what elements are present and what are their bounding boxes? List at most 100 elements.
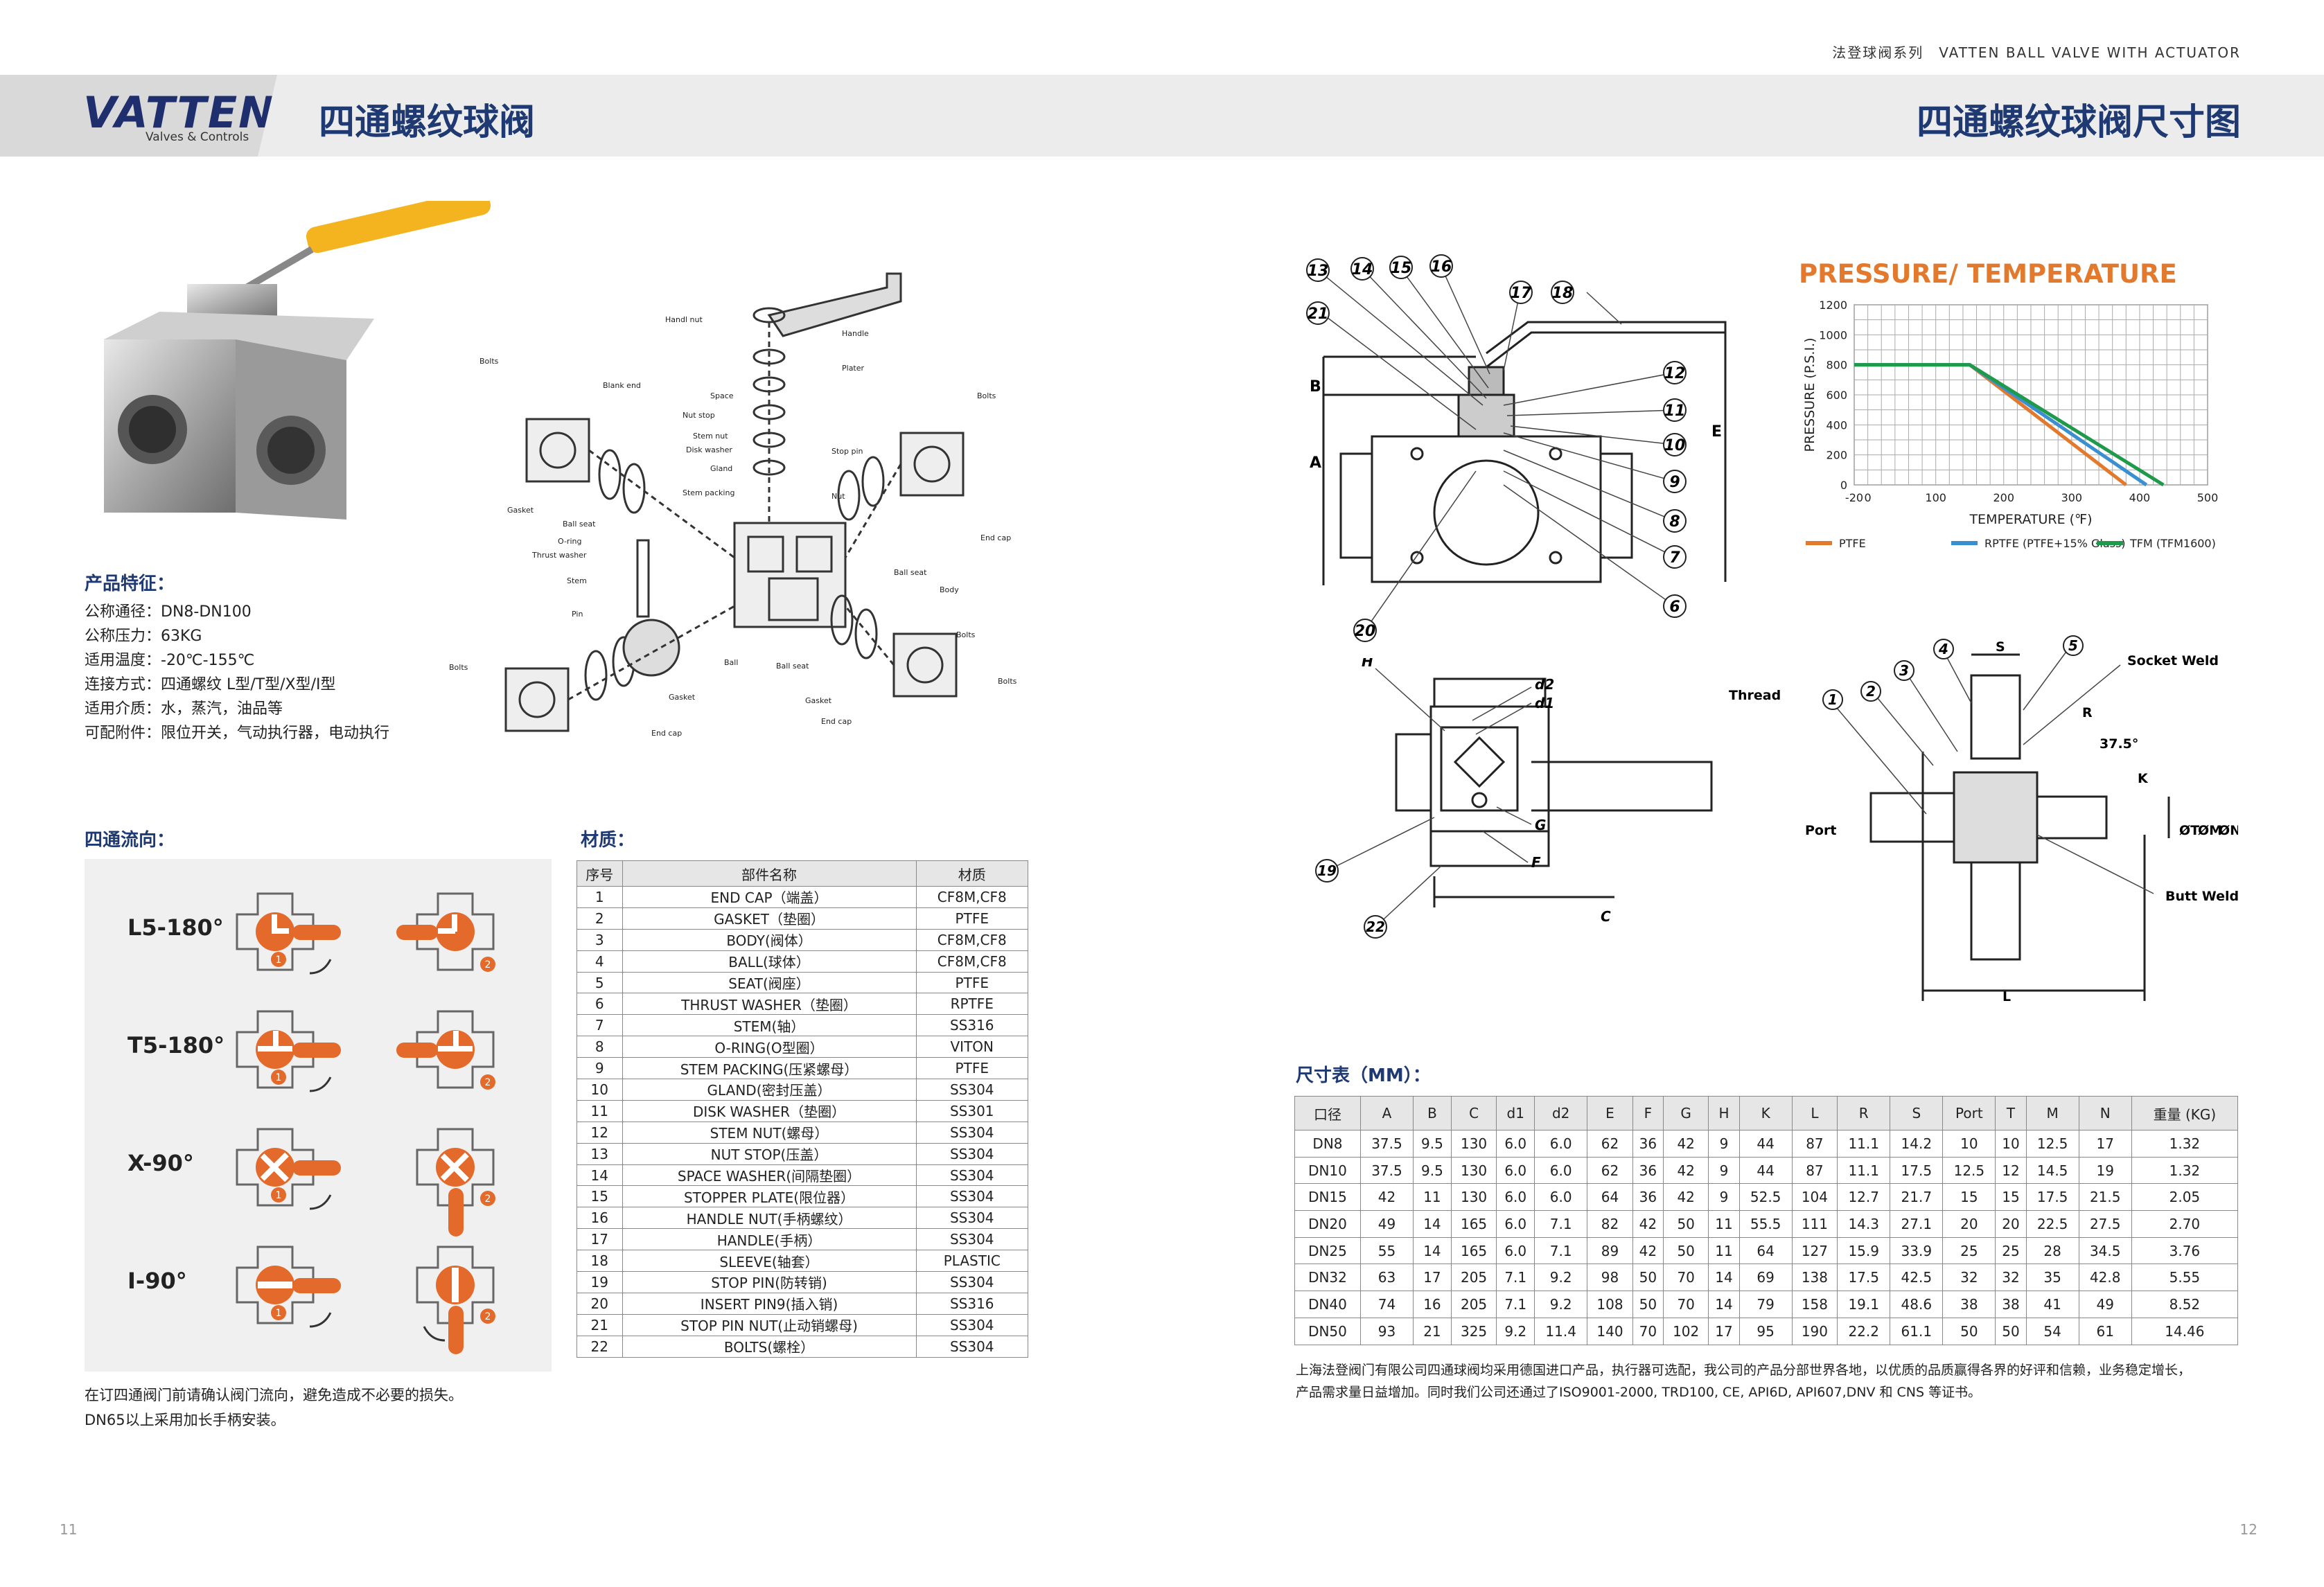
table-cell: 18 [576, 1250, 623, 1273]
table-cell: 50 [1632, 1264, 1664, 1292]
table-cell: 6.0 [1534, 1183, 1588, 1212]
dim-label: K [2138, 771, 2149, 786]
exploded-label: Pin [572, 610, 583, 619]
table-cell: 50 [1662, 1210, 1709, 1238]
column-header: Port [1942, 1096, 1996, 1131]
table-cell: 50 [1995, 1317, 2027, 1345]
table-cell: 64 [1587, 1183, 1633, 1212]
table-cell: 2.05 [2131, 1183, 2239, 1212]
table-cell: 50 [1632, 1291, 1664, 1318]
table-cell: 12 [576, 1121, 623, 1144]
x-tick-label: 0 [1865, 491, 1872, 504]
balloon: 19 [1317, 862, 1337, 879]
table-cell: 10 [1942, 1130, 1996, 1158]
valve-section-drawing: 13 14 15 16 17 18 21 12 11 10 9 8 7 6 20… [1306, 254, 1727, 642]
table-cell: 61 [2078, 1317, 2132, 1345]
table-cell: 6.0 [1496, 1236, 1535, 1265]
table-cell: 19 [2078, 1156, 2132, 1185]
table-cell: SS304 [915, 1142, 1029, 1165]
table-cell: 37.5 [1359, 1130, 1414, 1158]
column-header: L [1791, 1096, 1838, 1131]
table-cell: PTFE [915, 907, 1029, 930]
flow-note: 在订四通阀门前请确认阀门流向，避免造成不必要的损失。 [85, 1387, 463, 1403]
table-cell: GLAND(密封压盖） [622, 1079, 917, 1101]
table-cell: 130 [1450, 1156, 1497, 1185]
y-tick-label: 800 [1826, 359, 1847, 372]
table-cell: 21 [576, 1313, 623, 1336]
exploded-label: Stem packing [683, 488, 734, 497]
table-cell: SS304 [915, 1207, 1029, 1230]
table-cell: 2.70 [2131, 1210, 2239, 1238]
table-cell: 82 [1587, 1210, 1633, 1238]
table-cell: 69 [1738, 1264, 1793, 1292]
table-cell: 70 [1662, 1264, 1709, 1292]
table-cell: 14.5 [2025, 1156, 2079, 1185]
table-cell: 50 [1662, 1236, 1709, 1265]
dim-label: R [2082, 705, 2093, 720]
balloon: 22 [1366, 919, 1385, 935]
table-cell: 7.1 [1534, 1236, 1588, 1265]
table-cell: 15 [1995, 1183, 2027, 1212]
column-header: A [1359, 1096, 1414, 1131]
exploded-label: Plater [842, 364, 865, 373]
exploded-label: Bolts [449, 663, 468, 672]
table-cell: 70 [1662, 1291, 1709, 1318]
table-cell: 62 [1587, 1156, 1633, 1185]
table-cell: 14 [1413, 1210, 1452, 1238]
table-cell: 5.55 [2131, 1264, 2239, 1292]
column-header: 口径 [1294, 1096, 1361, 1131]
table-cell: STEM PACKING(压紧螺母） [622, 1057, 917, 1080]
balloon: 5 [2068, 637, 2078, 654]
table-cell: 6.0 [1496, 1156, 1535, 1185]
flow-title: 四通流向： [85, 830, 175, 851]
column-header: G [1662, 1096, 1709, 1131]
balloon: 4 [1938, 641, 1948, 657]
table-cell: SS304 [915, 1271, 1029, 1293]
balloon: 12 [1664, 365, 1686, 382]
balloon: 7 [1669, 549, 1680, 567]
x-tick-label: 300 [2061, 491, 2083, 504]
table-cell: 9 [576, 1057, 623, 1080]
column-header: 重量 (KG) [2131, 1096, 2239, 1131]
dim-label: A [1310, 454, 1321, 472]
exploded-label: Handle [842, 329, 869, 338]
table-cell: 108 [1587, 1291, 1633, 1318]
feature-item: 可配附件：限位开关，气动执行器，电动执行 [85, 725, 390, 742]
section-label: Thread [1729, 688, 1781, 703]
column-header: E [1587, 1096, 1633, 1131]
table-cell: 28 [2025, 1236, 2079, 1265]
column-header: H [1708, 1096, 1740, 1131]
balloon: 1 [1828, 691, 1838, 708]
flow-note: DN65以上采用加长手柄安装。 [85, 1412, 285, 1428]
flow-badge: 1 [276, 1190, 282, 1201]
table-cell: 15.9 [1837, 1236, 1891, 1265]
table-cell: 7.1 [1496, 1264, 1535, 1292]
table-cell: 15 [576, 1185, 623, 1208]
table-cell: SEAT(阀座） [622, 971, 917, 994]
x-tick-label: -20 [1845, 491, 1863, 504]
legend-label: PTFE [1839, 537, 1866, 550]
table-cell: 7 [576, 1014, 623, 1037]
port-section-drawing: 1 2 3 4 5 Thread Socket Weld Port Butt W… [1729, 635, 2238, 1004]
table-cell: NUT STOP(压盖） [622, 1142, 917, 1165]
table-cell: SS304 [915, 1185, 1029, 1208]
dim-label: F [1531, 854, 1541, 871]
table-cell: DN40 [1294, 1291, 1361, 1318]
table-cell: END CAP（端盖） [622, 886, 917, 908]
table-cell: 158 [1791, 1291, 1838, 1318]
flow-panel: L5-180° T5-180° X-90° I-90° [85, 859, 552, 1372]
table-cell: 9 [1708, 1130, 1740, 1158]
table-cell: DN50 [1294, 1317, 1361, 1345]
section-label: Port [1805, 823, 1836, 838]
table-cell: SS304 [915, 1313, 1029, 1336]
table-cell: STOP PIN(防转销) [622, 1271, 917, 1293]
table-cell: 205 [1450, 1264, 1497, 1292]
balloon: 10 [1664, 437, 1686, 454]
table-cell: 10 [576, 1079, 623, 1101]
